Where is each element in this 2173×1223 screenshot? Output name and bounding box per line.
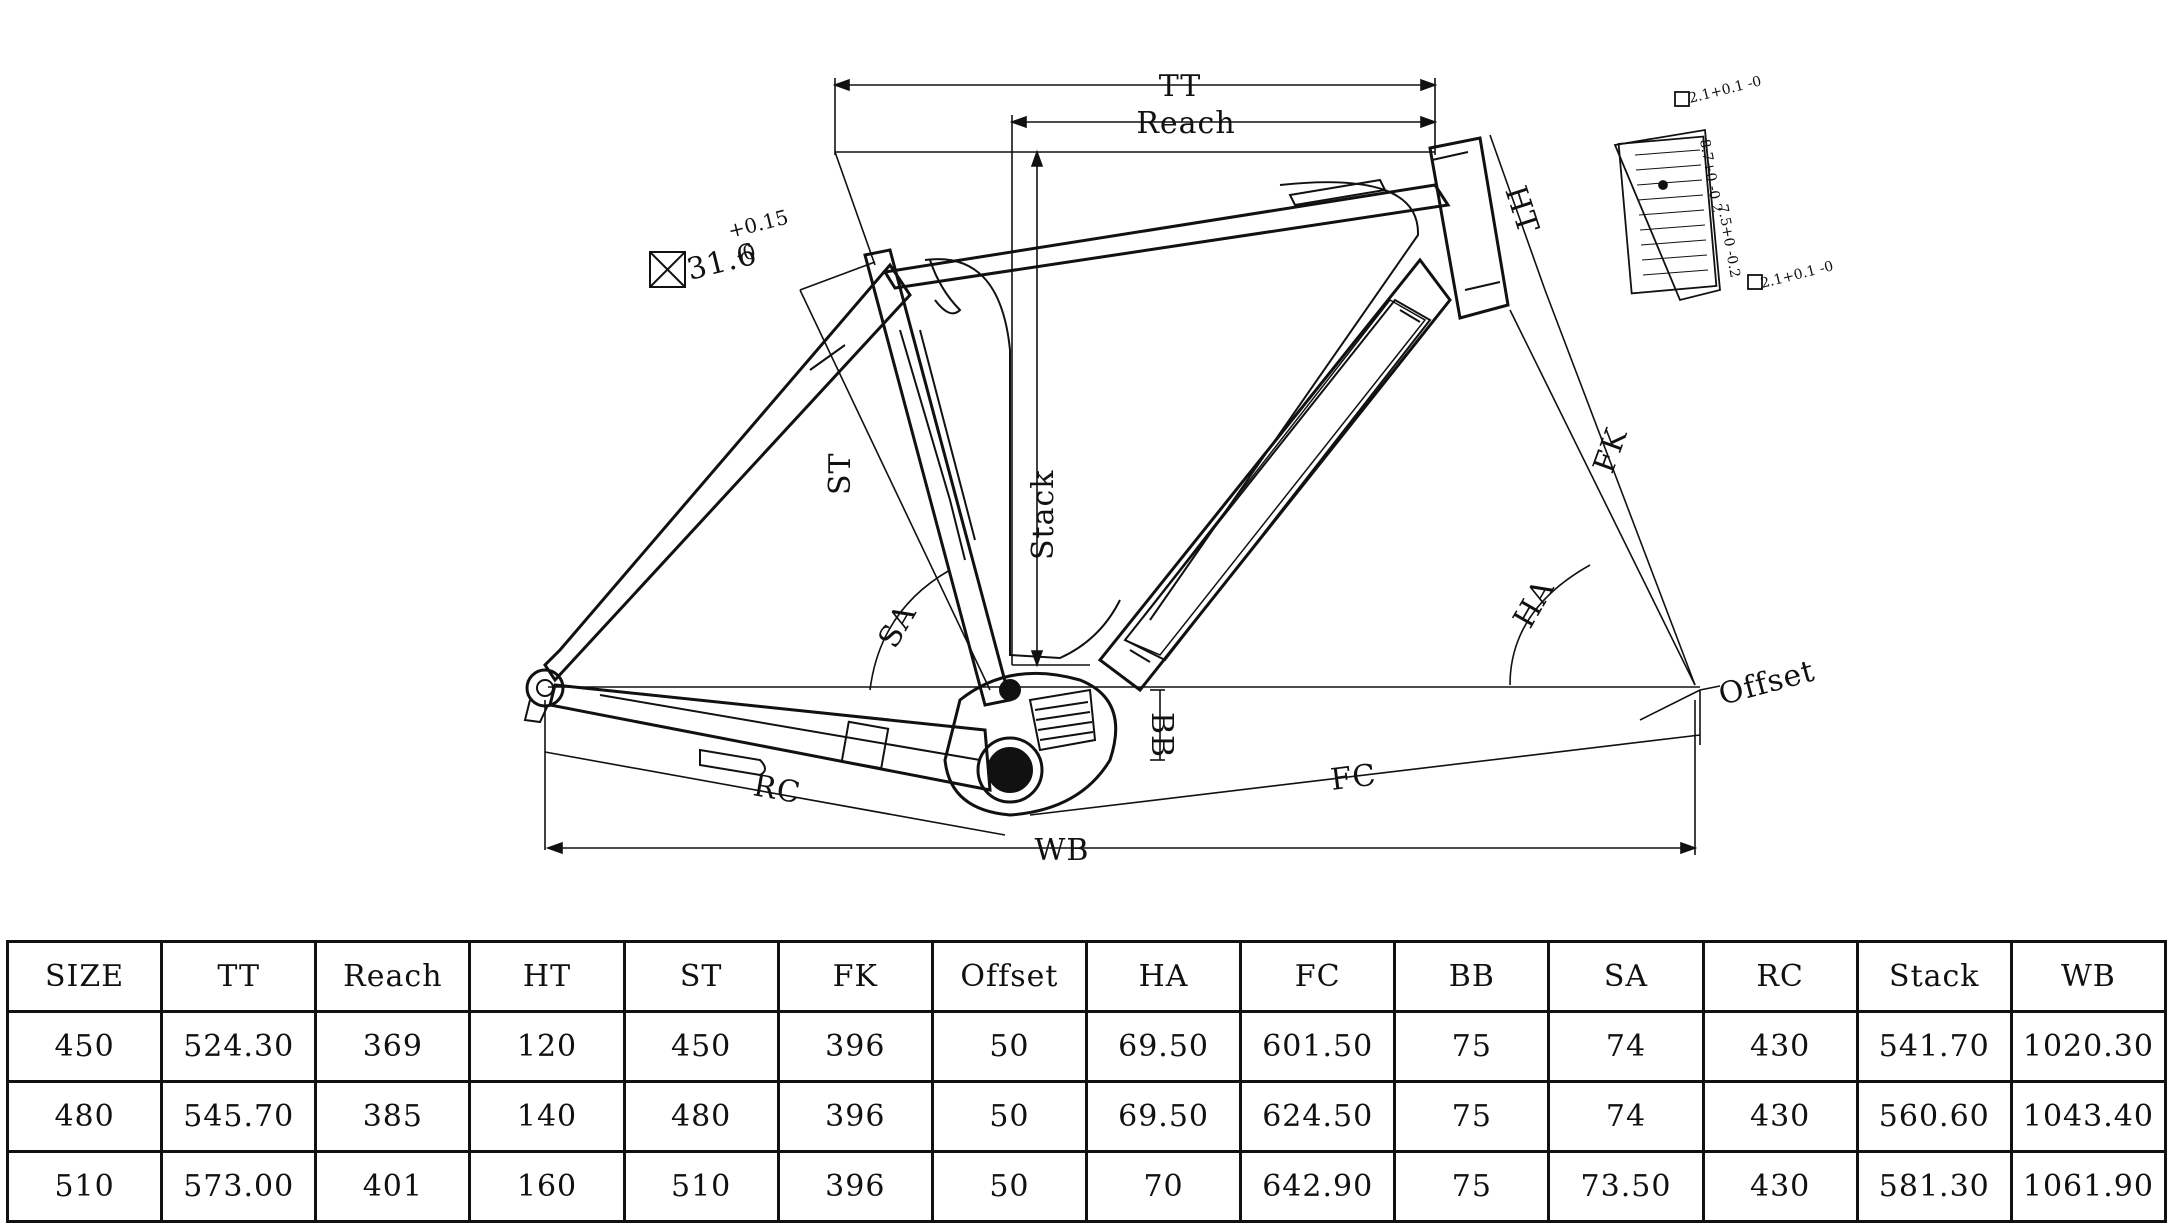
ht-label: HT <box>1497 182 1545 239</box>
wb-label: WB <box>1035 833 1090 868</box>
seatpost-callout <box>649 251 686 288</box>
table-cell: 160 <box>468 1150 626 1223</box>
header-fc: FC <box>1239 940 1397 1013</box>
table-cell: 1061.90 <box>2009 1150 2168 1223</box>
table-cell: 120 <box>468 1010 626 1083</box>
reach-label: Reach <box>1136 106 1235 141</box>
bb-label: BB <box>1144 712 1179 758</box>
offset-label: Offset <box>1715 654 1819 713</box>
fk-label: FK <box>1587 423 1635 477</box>
headset-detail <box>1613 91 1763 302</box>
table-cell: 430 <box>1701 1010 1859 1083</box>
dimension-lines <box>544 78 1721 855</box>
table-cell: 50 <box>930 1080 1088 1153</box>
header-stack: Stack <box>1855 940 2013 1013</box>
table-cell: 69.50 <box>1084 1010 1243 1083</box>
table-cell: 510 <box>5 1150 164 1223</box>
table-cell: 396 <box>776 1010 934 1083</box>
table-cell: 524.30 <box>160 1010 318 1083</box>
table-cell: 642.90 <box>1239 1150 1397 1223</box>
table-cell: 541.70 <box>1855 1010 2013 1083</box>
table-cell: 396 <box>776 1080 934 1153</box>
headset-dim-1: 2.1+0.1 -0 <box>1687 73 1763 107</box>
frame-outline <box>523 136 1510 817</box>
table-cell: 385 <box>314 1080 472 1153</box>
header-ht: HT <box>468 940 626 1013</box>
table-cell: 430 <box>1701 1150 1859 1223</box>
fc-label: FC <box>1329 758 1379 798</box>
header-bb: BB <box>1393 940 1551 1013</box>
table-cell: 510 <box>622 1150 780 1223</box>
ha-label: HA <box>1507 573 1562 634</box>
seatpost-tol-upper: +0.15 <box>725 205 790 243</box>
headset-dim-4: 2.1+0.1 -0 <box>1759 258 1835 292</box>
header-reach: Reach <box>314 940 472 1013</box>
table-cell: 1020.30 <box>2009 1010 2168 1083</box>
table-cell: 545.70 <box>160 1080 318 1153</box>
header-fk: FK <box>776 940 934 1013</box>
table-header-row: SIZE TT Reach HT ST FK Offset HA FC BB S… <box>5 940 2168 1013</box>
header-wb: WB <box>2009 940 2168 1013</box>
table-cell: 573.00 <box>160 1150 318 1223</box>
table-cell: 581.30 <box>1855 1150 2013 1223</box>
st-label: ST <box>823 452 858 495</box>
sa-label: SA <box>872 598 924 654</box>
table-cell: 560.60 <box>1855 1080 2013 1153</box>
table-cell: 140 <box>468 1080 626 1153</box>
table-cell: 69.50 <box>1084 1080 1243 1153</box>
table-cell: 480 <box>622 1080 780 1153</box>
table-row: 510 573.00 401 160 510 396 50 70 642.90 … <box>5 1150 2168 1223</box>
table-cell: 601.50 <box>1239 1010 1397 1083</box>
table-cell: 73.50 <box>1547 1150 1705 1223</box>
header-size: SIZE <box>5 940 164 1013</box>
table-cell: 624.50 <box>1239 1080 1397 1153</box>
table-row: 480 545.70 385 140 480 396 50 69.50 624.… <box>5 1080 2168 1153</box>
header-ha: HA <box>1084 940 1243 1013</box>
headset-dim-2: 8.7+0 -0.2 <box>1696 138 1725 214</box>
table-cell: 75 <box>1393 1080 1551 1153</box>
table-cell: 50 <box>930 1010 1088 1083</box>
table-cell: 369 <box>314 1010 472 1083</box>
table-cell: 1043.40 <box>2009 1080 2168 1153</box>
table-cell: 401 <box>314 1150 472 1223</box>
bike-frame-diagram: TT Reach HT ST Stack FK SA HA Offset BB … <box>523 69 1835 868</box>
header-offset: Offset <box>930 940 1088 1013</box>
header-sa: SA <box>1547 940 1705 1013</box>
stack-label: Stack <box>1026 470 1061 560</box>
geometry-table: SIZE TT Reach HT ST FK Offset HA FC BB S… <box>5 940 2168 1223</box>
table-row: 450 524.30 369 120 450 396 50 69.50 601.… <box>5 1010 2168 1083</box>
header-tt: TT <box>160 940 318 1013</box>
table-cell: 75 <box>1393 1010 1551 1083</box>
table-cell: 50 <box>930 1150 1088 1223</box>
table-cell: 70 <box>1084 1150 1243 1223</box>
table-cell: 74 <box>1547 1010 1705 1083</box>
table-cell: 75 <box>1393 1150 1551 1223</box>
rc-label: RC <box>751 768 804 811</box>
tt-label: TT <box>1159 69 1202 104</box>
table-cell: 74 <box>1547 1080 1705 1153</box>
header-st: ST <box>622 940 780 1013</box>
table-cell: 396 <box>776 1150 934 1223</box>
table-cell: 430 <box>1701 1080 1859 1153</box>
table-cell: 480 <box>5 1080 164 1153</box>
table-cell: 450 <box>622 1010 780 1083</box>
header-rc: RC <box>1701 940 1859 1013</box>
table-cell: 450 <box>5 1010 164 1083</box>
